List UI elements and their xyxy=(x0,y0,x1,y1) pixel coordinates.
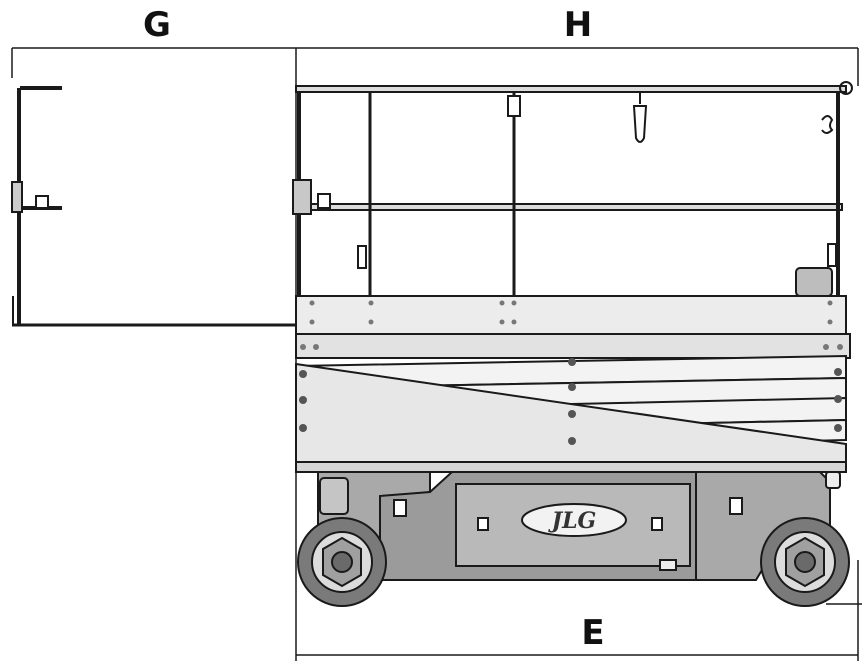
rail-end-knob xyxy=(839,81,853,95)
control-box xyxy=(795,267,833,297)
extension-bracket xyxy=(35,195,49,209)
gate-bracket xyxy=(317,193,331,209)
deck-bolts xyxy=(300,300,843,350)
tray-latch-left xyxy=(477,517,489,531)
chassis-port-right xyxy=(729,497,743,515)
dimension-h-label: H xyxy=(564,5,592,45)
top-rail xyxy=(295,85,847,93)
steering-cylinder xyxy=(319,477,349,515)
logo-badge xyxy=(521,503,627,537)
platform-guardrails xyxy=(292,81,853,297)
rail-clip-right xyxy=(827,243,837,267)
lanyard-anchor xyxy=(632,92,648,143)
rear-light xyxy=(825,471,841,489)
scissor-stack xyxy=(295,354,847,465)
tray-latch-right xyxy=(651,517,663,531)
front-hub-cap xyxy=(331,551,353,573)
gate-latch xyxy=(292,179,312,215)
chassis-top-frame xyxy=(295,461,847,473)
scissor-pins xyxy=(299,358,842,445)
extension-latch xyxy=(11,181,23,213)
dimension-g-label: G xyxy=(143,5,171,45)
rail-clip-left xyxy=(357,245,367,269)
mid-rail xyxy=(295,203,843,211)
front-wheel xyxy=(297,517,387,607)
dimension-e-label: E xyxy=(581,613,604,653)
rear-hub-cap xyxy=(794,551,816,573)
deck-panel xyxy=(295,295,847,335)
platform-deck xyxy=(295,295,851,359)
rear-wheel xyxy=(760,517,850,607)
pothole-guard xyxy=(659,559,677,571)
rail-clip-top xyxy=(507,95,521,117)
logo-text: JLG xyxy=(548,508,597,534)
brand-logo: JLG xyxy=(521,503,627,537)
deck-base xyxy=(295,333,851,359)
hook-icon xyxy=(821,115,834,134)
chassis-port-left xyxy=(393,499,407,517)
extension-deck xyxy=(11,86,296,327)
